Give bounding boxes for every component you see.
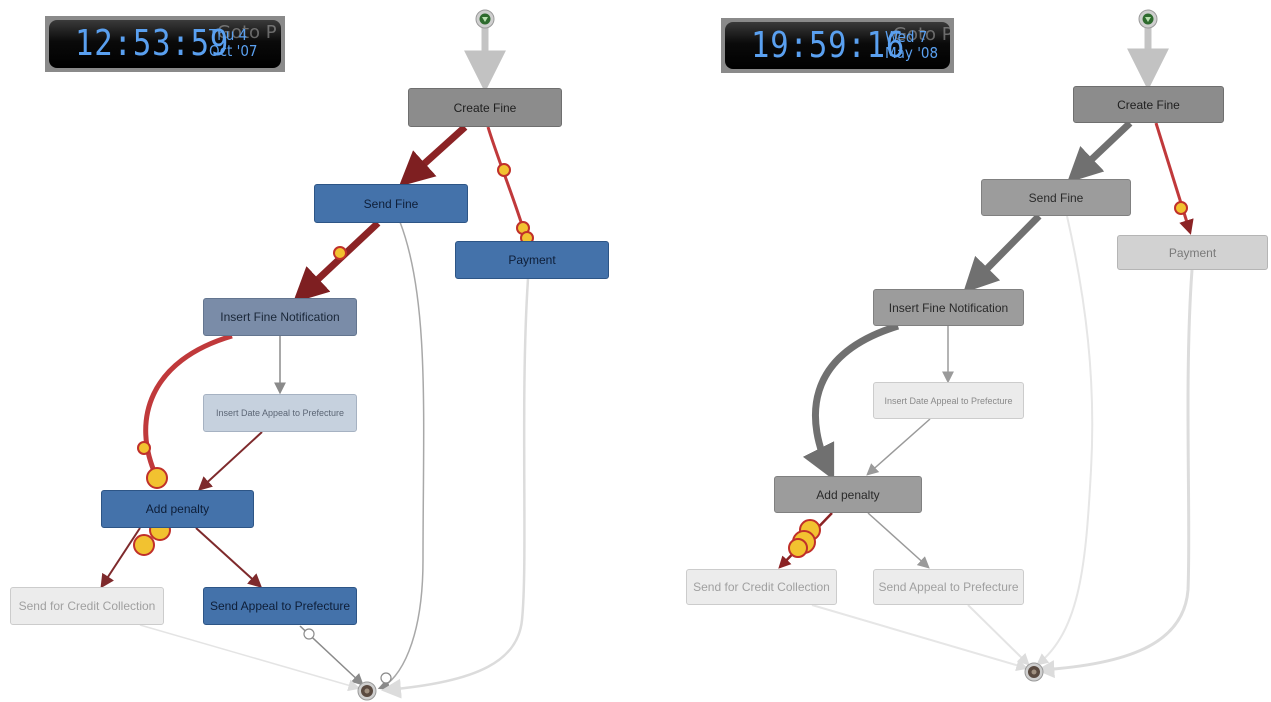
token (303, 628, 315, 640)
activity-insert-date-appeal[interactable]: Insert Date Appeal to Prefecture (203, 394, 357, 432)
start-event (1138, 9, 1158, 29)
edge-create-fine-to-payment (1154, 122, 1194, 235)
activity-create-fine[interactable]: Create Fine (1073, 86, 1224, 123)
edge-create-fine-to-send-fine (1066, 120, 1133, 183)
activity-send-credit-collection[interactable]: Send for Credit Collection (686, 569, 837, 605)
activity-label: Send Appeal to Prefecture (878, 580, 1019, 594)
clock-date: Oct '07 (209, 42, 258, 60)
end-event (357, 681, 377, 701)
activity-label: Create Fine (1117, 97, 1180, 112)
activity-label: Payment (508, 253, 556, 267)
token (333, 246, 347, 260)
activity-label: Send Fine (1028, 190, 1084, 205)
activity-label: Insert Fine Notification (888, 300, 1009, 315)
activity-insert-date-appeal[interactable]: Insert Date Appeal to Prefecture (873, 382, 1024, 419)
clock-day: Thu 4 (209, 26, 248, 44)
activity-insert-fine-notification[interactable]: Insert Fine Notification (873, 289, 1024, 326)
activity-label: Send Fine (363, 196, 419, 211)
activity-label: Add penalty (816, 487, 880, 502)
activity-send-fine[interactable]: Send Fine (314, 184, 468, 223)
edge-appeal-to-end (967, 604, 1030, 666)
edge-add-penalty-to-appeal (867, 512, 930, 569)
token (146, 467, 168, 489)
edge-notification-to-add-penalty (143, 333, 233, 480)
goto-label[interactable]: Goto P (893, 24, 950, 45)
activity-create-fine[interactable]: Create Fine (408, 88, 562, 127)
completed-tokens (303, 628, 392, 684)
activity-send-appeal-prefecture[interactable]: Send Appeal to Prefecture (873, 569, 1024, 605)
clock-day: Wed 7 (885, 28, 928, 46)
timeline-clock[interactable]: Goto P 19:59:16 Wed 7 May '08 (721, 18, 954, 73)
edge-send-fine-to-insert-notification (292, 220, 381, 303)
case-tokens (133, 163, 534, 556)
clock-time: 12:53:59 (75, 23, 230, 64)
edge-credit-to-end (811, 604, 1029, 672)
process-map-panel-left: Goto P 12:53:59 Thu 4 Oct '07 Create Fin… (10, 9, 609, 701)
token (788, 538, 808, 558)
case-tokens (788, 201, 1188, 558)
activity-payment[interactable]: Payment (455, 241, 609, 279)
token (133, 534, 155, 556)
activity-label: Send for Credit Collection (693, 580, 830, 594)
goto-label[interactable]: Goto P (217, 22, 277, 43)
activity-label: Insert Fine Notification (220, 310, 340, 324)
clock-date: May '08 (885, 44, 939, 62)
clock-display: Goto P 12:53:59 Thu 4 Oct '07 (49, 20, 281, 68)
token (380, 672, 392, 684)
activity-label: Insert Date Appeal to Prefecture (215, 408, 345, 418)
edge-send-fine-to-end (1036, 215, 1094, 666)
activity-add-penalty[interactable]: Add penalty (101, 490, 254, 528)
activity-label: Payment (1168, 245, 1217, 260)
edge-date-appeal-to-add-penalty (866, 418, 931, 476)
edge-date-appeal-to-add-penalty (197, 431, 263, 491)
token (1174, 201, 1188, 215)
edge-add-penalty-to-appeal (195, 527, 263, 588)
token (497, 163, 511, 177)
start-event (475, 9, 495, 29)
activity-send-appeal-prefecture[interactable]: Send Appeal to Prefecture (203, 587, 357, 625)
activity-insert-fine-notification[interactable]: Insert Fine Notification (203, 298, 357, 336)
process-map-panel-right: Goto P 19:59:16 Wed 7 May '08 Create Fin… (636, 0, 1271, 702)
process-flow-edges-left (100, 9, 534, 701)
activity-send-credit-collection[interactable]: Send for Credit Collection (10, 587, 164, 625)
end-event (1024, 662, 1044, 682)
edge-payment-to-end (381, 278, 530, 699)
edge-payment-to-end (1036, 269, 1194, 679)
clock-time: 19:59:16 (751, 25, 906, 66)
edge-create-fine-to-send-fine (398, 124, 468, 187)
edge-add-penalty-to-credit (100, 527, 141, 589)
activity-label: Send for Credit Collection (18, 599, 156, 613)
process-flow-edges-right (778, 9, 1194, 682)
edge-send-fine-to-insert-notification (963, 213, 1042, 293)
activity-add-penalty[interactable]: Add penalty (774, 476, 922, 513)
activity-label: Send Appeal to Prefecture (209, 599, 351, 613)
activity-payment[interactable]: Payment (1117, 235, 1268, 270)
edge-notification-to-add-penalty (802, 322, 900, 481)
activity-send-fine[interactable]: Send Fine (981, 179, 1131, 216)
edge-credit-to-end (139, 624, 361, 692)
timeline-clock[interactable]: Goto P 12:53:59 Thu 4 Oct '07 (45, 16, 285, 72)
activity-label: Insert Date Appeal to Prefecture (884, 395, 1013, 406)
clock-display: Goto P 19:59:16 Wed 7 May '08 (725, 22, 950, 69)
token (137, 441, 151, 455)
activity-label: Create Fine (453, 100, 517, 115)
edge-send-fine-to-end (377, 221, 425, 690)
activity-label: Add penalty (145, 502, 210, 516)
